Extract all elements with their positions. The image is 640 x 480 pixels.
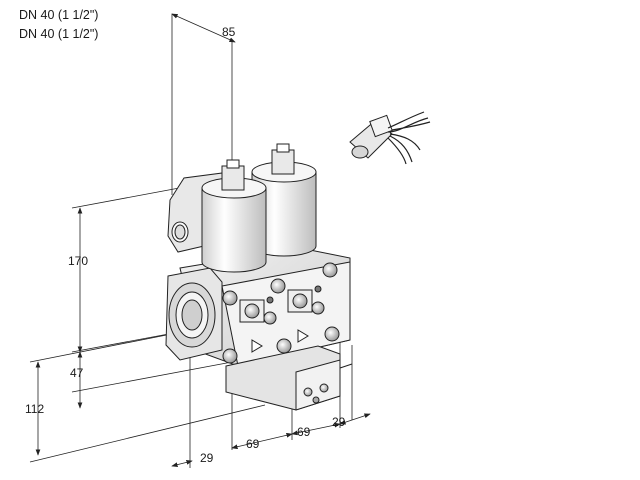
dim-label-69-b: 69 [297,425,311,439]
dim-line-69-a [231,432,293,450]
dim-line-85 [171,13,236,43]
test-nipple-2 [311,301,325,315]
flow-arrow-2 [297,329,309,343]
test-nipple-1 [263,311,277,325]
dim-label-112: 112 [25,402,44,416]
valve-assembly [165,143,353,411]
dim-label-29-bottom: 29 [200,451,214,465]
flow-arrow-1 [251,339,263,353]
cable-connector [349,111,431,165]
cable-wires [387,111,431,165]
solenoid-coil-1 [201,187,267,273]
ext-line-170-top [71,185,191,209]
dim-label-47: 47 [70,366,84,380]
size-label-1: DN 40 (1 1/2") [19,8,99,22]
bolt-2 [270,278,286,294]
dim-line-29-right [339,413,371,425]
bolt-1 [222,290,238,306]
coil-1-connector [221,165,245,191]
bolt-5 [276,338,292,354]
dim-label-170: 170 [68,254,88,268]
ext-line-112-bottom [29,404,266,463]
bolt-3 [322,262,338,278]
bolt-4 [222,348,238,364]
dimension-lines [29,13,371,468]
bolt-6 [324,326,340,342]
housing-pin [339,363,353,369]
size-label-2: DN 40 (1 1/2") [19,27,99,41]
ext-line-47-bottom [71,361,233,393]
coil-2-connector [271,149,295,175]
dim-line-69-b [291,422,341,436]
dim-label-85: 85 [222,25,236,39]
dim-label-29-right: 29 [332,415,346,429]
dim-label-69-a: 69 [246,437,260,451]
dim-line-29-bottom [171,460,193,467]
